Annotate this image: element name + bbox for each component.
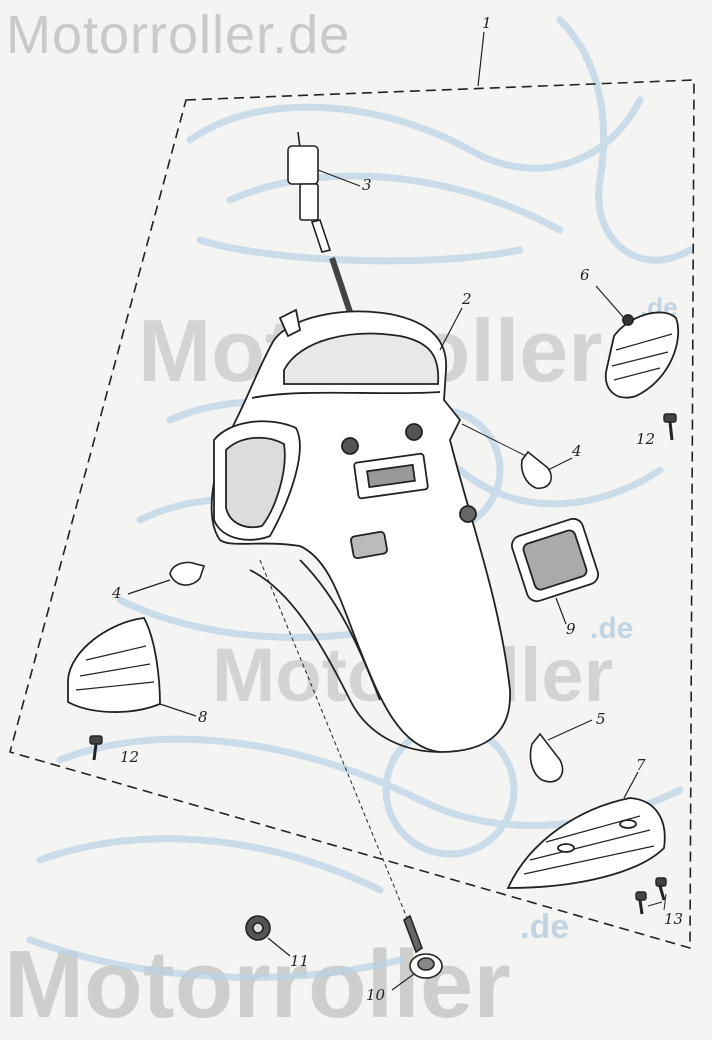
- callout-2: 2: [462, 290, 472, 308]
- leader-4-left: [127, 579, 171, 595]
- callout-5: 5: [596, 710, 606, 728]
- leader-8: [159, 703, 197, 717]
- callout-1: 1: [482, 14, 492, 32]
- callout-12-left: 12: [120, 748, 140, 766]
- part-13-screws: [635, 877, 667, 915]
- part-3-socket: [287, 131, 355, 319]
- watermark-de-2: .de: [590, 612, 634, 645]
- callout-9: 9: [566, 620, 576, 638]
- callout-8: 8: [198, 708, 208, 726]
- callout-12-right: 12: [636, 430, 656, 448]
- part-6-right-indicator: [604, 311, 680, 399]
- leader-6: [595, 285, 625, 319]
- watermark-top: Motorroller.de: [6, 5, 351, 65]
- part-4-bulb-left: [169, 561, 206, 586]
- leader-9: [555, 597, 567, 625]
- callout-11: 11: [290, 952, 310, 970]
- leader-4-right-callout: [547, 457, 573, 471]
- leader-3: [317, 169, 361, 187]
- leader-13: [647, 893, 667, 911]
- part-12-screw-right: [663, 413, 677, 441]
- part-9-reflector: [511, 517, 599, 603]
- leader-4-right: [461, 423, 527, 457]
- callout-4-left: 4: [112, 584, 122, 602]
- part-8-left-indicator: [67, 617, 161, 713]
- leader-10: [391, 973, 415, 991]
- leader-1: [477, 31, 485, 87]
- callout-4-right: 4: [572, 442, 582, 460]
- callout-13: 13: [664, 910, 684, 928]
- part-5-bulb: [529, 732, 564, 783]
- callout-7: 7: [636, 756, 646, 774]
- part-11-nut: [245, 915, 271, 941]
- callout-3: 3: [362, 176, 372, 194]
- part-4-bulb-right: [520, 450, 552, 490]
- callout-6: 6: [580, 266, 590, 284]
- leader-7: [623, 771, 639, 799]
- watermark-bottom: Motorroller: [4, 931, 511, 1038]
- leader-2: [439, 307, 463, 351]
- assembly-frame: [9, 79, 695, 950]
- leader-5: [547, 719, 593, 741]
- part-12-screw-left: [89, 735, 103, 761]
- part-7-lens: [506, 797, 666, 889]
- watermark-de-3: .de: [520, 908, 570, 946]
- part-2-front-fender: [210, 308, 511, 931]
- part-10-bolt: [403, 914, 443, 979]
- leader-11: [267, 937, 291, 957]
- callout-10: 10: [366, 986, 386, 1004]
